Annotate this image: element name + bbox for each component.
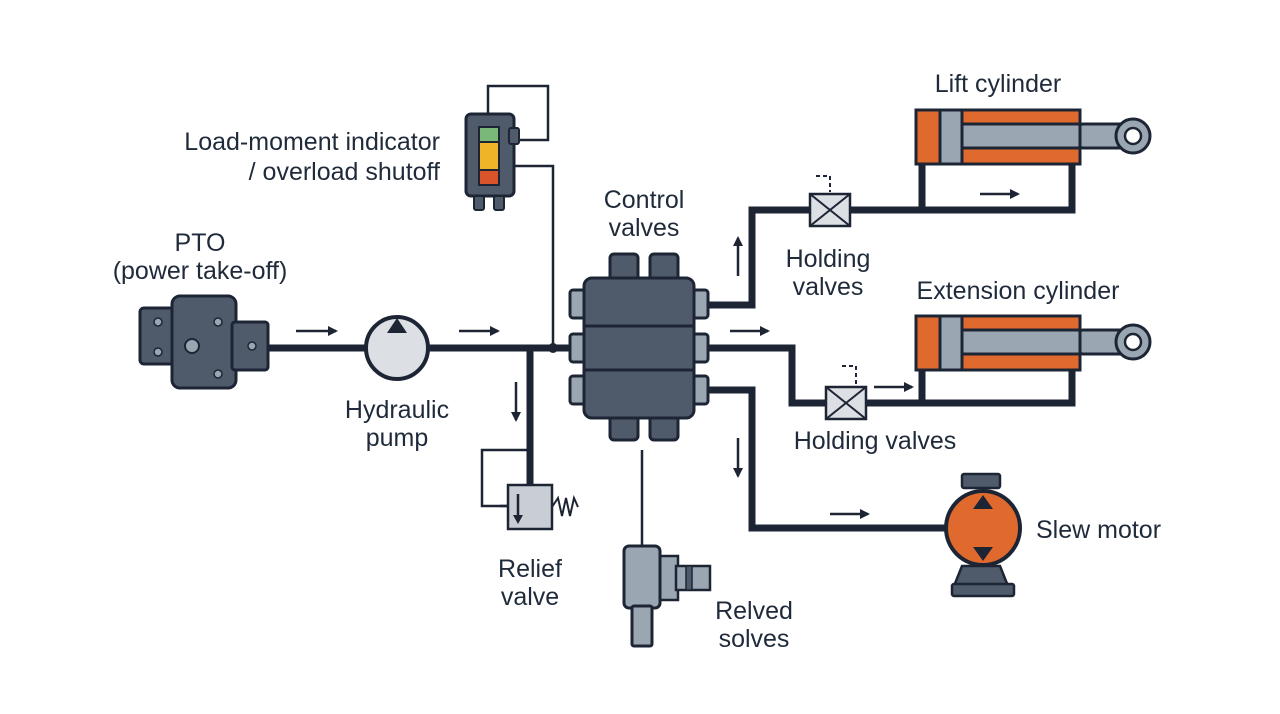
slew-motor [944, 472, 1022, 598]
lift-cylinder-label: Lift cylinder [935, 70, 1061, 98]
solenoid-valve [622, 450, 712, 648]
hydraulic-pump [364, 315, 430, 381]
relief-valve [480, 448, 579, 531]
lmi-label-line1: Load-moment indicator [184, 128, 440, 156]
pump-label-line1: Hydraulic [345, 396, 449, 424]
extension-cylinder [914, 314, 1152, 372]
hydraulic-lines [264, 158, 1076, 532]
slew-motor-label: Slew motor [1036, 516, 1161, 544]
relief-valve-label-line1: Relief [498, 555, 562, 583]
load-moment-indicator [464, 112, 520, 211]
pto-unit [138, 294, 270, 390]
pump-label-line2: pump [366, 424, 429, 452]
holding-valves-top-label-line2: valves [793, 273, 864, 301]
labels: PTO (power take-off) Hydraulic pump Load… [113, 70, 1161, 653]
holding-valves-top-label-line1: Holding [786, 245, 871, 273]
holding-valves-bottom-label: Holding valves [794, 427, 957, 455]
holding-valve-top [808, 175, 852, 228]
pto-label-line2: (power take-off) [113, 257, 288, 285]
control-valves-label-line2: valves [609, 214, 680, 242]
lmi-label-line2: / overload shutoff [249, 158, 440, 186]
indicator-wires [486, 84, 555, 348]
control-valve-block [568, 252, 710, 442]
lift-cylinder [914, 108, 1152, 166]
relved-solves-label-line1: Relved [715, 597, 793, 625]
relved-solves-label-line2: solves [719, 625, 790, 653]
pto-label-line1: PTO [175, 229, 226, 257]
holding-valve-bottom [824, 365, 868, 421]
control-valves-label-line1: Control [604, 186, 685, 214]
flow-arrows [296, 189, 1020, 519]
relief-valve-label-line2: valve [501, 583, 559, 611]
extension-cylinder-label: Extension cylinder [917, 277, 1120, 305]
